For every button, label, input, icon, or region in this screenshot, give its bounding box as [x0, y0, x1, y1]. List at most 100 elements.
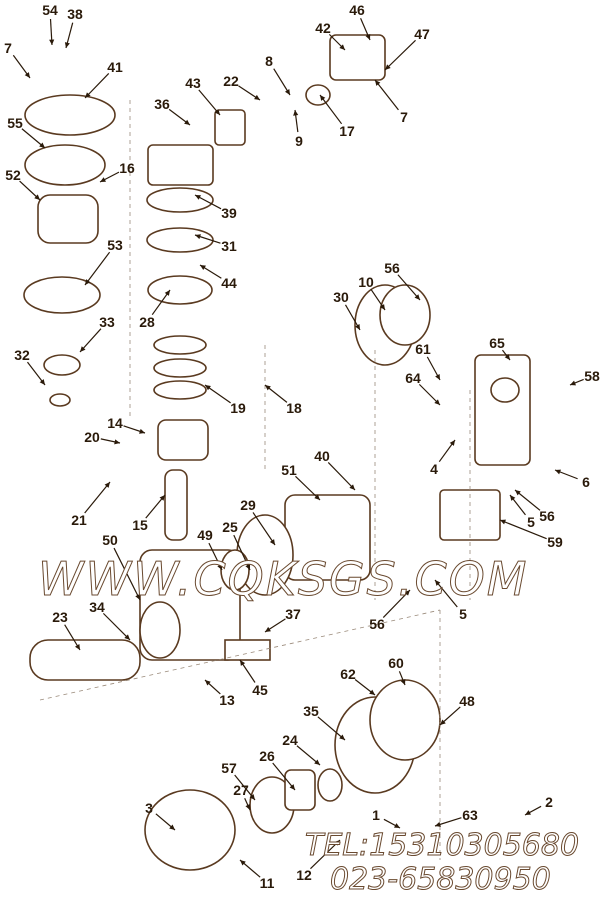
part-rod-15 — [164, 469, 188, 541]
part-label: 56 — [539, 508, 555, 524]
part-label: 33 — [99, 314, 115, 330]
part-label: 55 — [7, 115, 23, 131]
arrow-head-icon — [139, 428, 145, 434]
part-ring-19c — [153, 380, 207, 400]
arrow-head-icon — [24, 72, 30, 78]
part-label: 27 — [233, 782, 249, 798]
part-bushing-26 — [284, 769, 316, 811]
part-gasket-28 — [147, 275, 213, 305]
leader-line — [102, 612, 131, 641]
leader-line — [397, 274, 421, 301]
part-seal-33 — [43, 354, 81, 376]
part-label: 40 — [314, 448, 330, 464]
arrow-head-icon — [515, 490, 521, 496]
arrow-head-icon — [435, 374, 440, 380]
part-ring-19b — [153, 358, 207, 378]
arrow-head-icon — [379, 304, 385, 310]
arrow-head-icon — [265, 626, 271, 632]
part-label: 45 — [252, 682, 268, 698]
part-ring-24 — [317, 768, 343, 802]
part-ring-31 — [146, 227, 214, 253]
part-label: 41 — [107, 59, 123, 75]
arrow-head-icon — [435, 821, 441, 827]
arrow-head-icon — [355, 324, 360, 330]
part-label: 52 — [5, 167, 21, 183]
part-label: 46 — [349, 2, 365, 18]
part-gasket-3 — [144, 789, 236, 871]
part-gasket-10 — [379, 284, 431, 346]
part-label: 24 — [282, 732, 298, 748]
arrow-head-icon — [34, 194, 40, 200]
leader-line — [384, 39, 416, 71]
arrow-head-icon — [265, 385, 271, 391]
part-cover-41 — [24, 94, 116, 136]
part-label: 4 — [430, 461, 438, 477]
arrow-head-icon — [195, 234, 201, 240]
part-ring-19a — [153, 335, 207, 355]
arrow-head-icon — [245, 804, 251, 810]
arrow-head-icon — [510, 495, 516, 501]
watermark-url: WWW.CQKSGS.COM — [38, 552, 529, 606]
leader-line — [374, 79, 399, 111]
arrow-head-icon — [184, 119, 190, 125]
part-label: 14 — [107, 415, 123, 431]
part-label: 29 — [240, 497, 256, 513]
part-label: 58 — [584, 368, 600, 384]
part-plate-39 — [147, 144, 214, 186]
part-label: 25 — [222, 519, 238, 535]
arrow-head-icon — [124, 634, 130, 640]
arrow-head-icon — [314, 494, 320, 500]
part-valve-42 — [329, 34, 386, 81]
leader-line — [113, 547, 141, 601]
arrow-head-icon — [314, 759, 320, 765]
part-oring-61 — [490, 377, 520, 403]
part-label: 43 — [185, 75, 201, 91]
part-label: 13 — [219, 692, 235, 708]
leader-line — [317, 716, 346, 741]
part-label: 65 — [489, 335, 505, 351]
part-label: 64 — [405, 370, 421, 386]
arrow-head-icon — [449, 440, 455, 446]
part-label: 1 — [372, 807, 380, 823]
part-gasket-53 — [23, 276, 101, 314]
part-label: 7 — [4, 40, 12, 56]
part-label: 7 — [400, 109, 408, 125]
arrow-head-icon — [217, 564, 222, 570]
arrow-head-icon — [414, 294, 420, 300]
part-ring-32 — [49, 393, 71, 407]
part-label: 53 — [107, 237, 123, 253]
leader-line — [252, 512, 276, 546]
arrow-head-icon — [159, 495, 165, 501]
part-label: 42 — [315, 20, 331, 36]
part-label: 50 — [102, 532, 118, 548]
arrow-head-icon — [400, 679, 406, 685]
arrow-head-icon — [385, 64, 391, 70]
arrow-head-icon — [240, 860, 246, 866]
leader-line — [272, 762, 296, 791]
leader-line — [434, 579, 458, 608]
part-head-52 — [37, 194, 99, 244]
part-label: 56 — [369, 616, 385, 632]
part-label: 30 — [333, 289, 349, 305]
part-label: 32 — [14, 347, 30, 363]
arrow-head-icon — [570, 380, 576, 386]
arrow-head-icon — [289, 784, 295, 790]
part-oring-17 — [305, 84, 331, 106]
part-label: 12 — [296, 867, 312, 883]
arrow-head-icon — [504, 354, 510, 360]
arrow-head-icon — [435, 580, 441, 586]
part-label: 62 — [340, 666, 356, 682]
watermark-fax: 023-65830950 — [330, 862, 552, 897]
part-label: 39 — [221, 205, 237, 221]
arrow-head-icon — [404, 590, 410, 596]
part-label: 11 — [259, 875, 275, 891]
part-body-43 — [214, 109, 246, 146]
arrow-head-icon — [80, 346, 86, 352]
arrow-head-icon — [85, 279, 91, 285]
arrow-head-icon — [269, 539, 275, 545]
part-label: 21 — [71, 512, 87, 528]
arrow-head-icon — [135, 594, 140, 600]
part-label: 61 — [415, 341, 431, 357]
arrow-head-icon — [334, 840, 340, 846]
